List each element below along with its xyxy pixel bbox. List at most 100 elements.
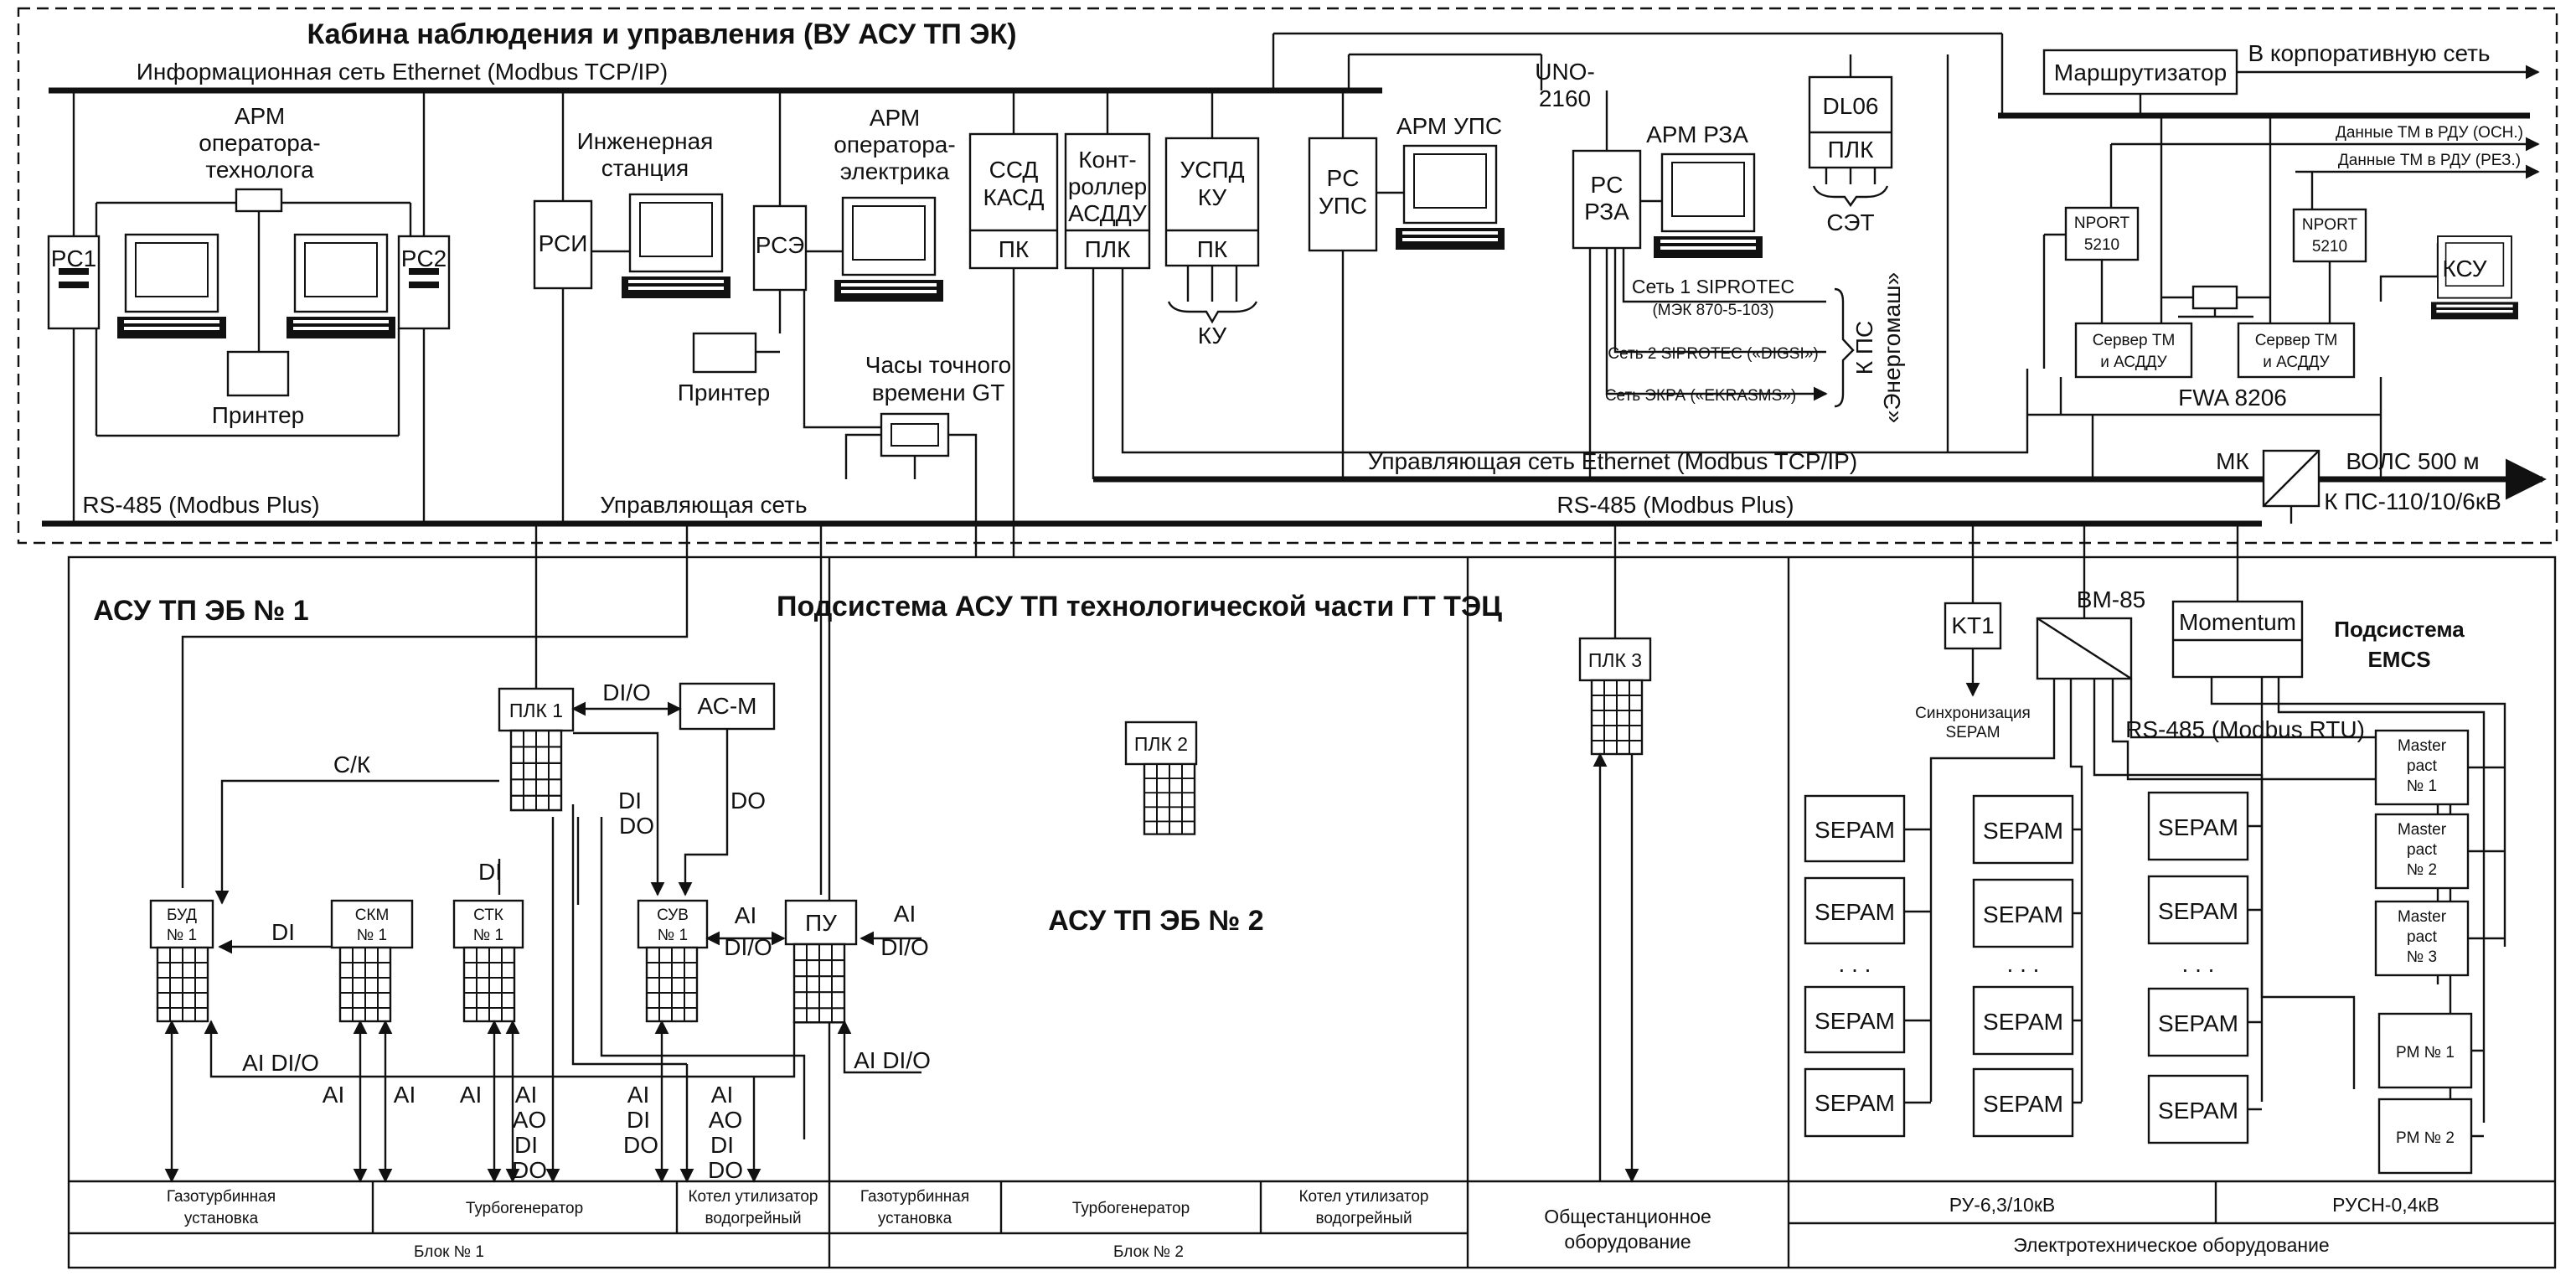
server-2-label-1: Сервер ТМ <box>2255 332 2338 349</box>
footer-ru-label: РУ-6,3/10кВ <box>1949 1194 2055 1216</box>
masterpact-2-label-3: № 2 <box>2407 861 2437 879</box>
emcs-label-2: EMCS <box>2367 647 2430 672</box>
stk-di-label: DI <box>478 859 502 885</box>
sepam-3-1 <box>2147 791 2249 861</box>
masterpact-1-label-3: № 1 <box>2407 777 2437 795</box>
ssd-box <box>968 132 1059 270</box>
footer-tg1-label: Турбогенератор <box>466 1200 583 1217</box>
cabin-title: Кабина наблюдения и управления (ВУ АСУ Т… <box>307 18 1016 50</box>
vols-label: ВОЛС 500 м <box>2346 448 2479 474</box>
nport-1-box <box>2064 206 2140 261</box>
server-1-label-2: и АСДДУ <box>2100 354 2167 371</box>
sepam-2-2 <box>1972 878 2074 948</box>
sepam-3-1-label: SEPAM <box>2158 814 2238 840</box>
footer-el-label: Электротехническое оборудование <box>2013 1234 2329 1256</box>
sepam-3-dots: . . . <box>2182 951 2215 977</box>
bud-label-1: БУД <box>167 907 197 924</box>
router-box <box>2042 49 2238 96</box>
plk3-box <box>1578 637 1652 682</box>
footer-kotel2-label-1: Котел утилизатор <box>1298 1188 1428 1206</box>
rs-ups-label-1: PC <box>1327 165 1360 191</box>
kotel-ai-label: AI <box>711 1082 733 1108</box>
footer-obsh-label-1: Общестанционное <box>1544 1206 1711 1227</box>
bud-ai-dio-label: AI DI/O <box>242 1050 319 1076</box>
suv-label-1: СУВ <box>657 907 689 924</box>
dl06-plk-label: ПЛК <box>1828 137 1875 163</box>
uno-label-1: UNO- <box>1535 59 1595 85</box>
pu-dio-label: DI/O <box>880 934 929 960</box>
rdu-main-label: Данные ТМ в РДУ (ОСН.) <box>2336 124 2523 142</box>
ksu-label: КСУ <box>2442 256 2486 282</box>
sepam-1-3-label: SEPAM <box>1815 1008 1895 1034</box>
nport-2-box <box>2292 208 2367 263</box>
ssd-label-1: ССД <box>989 157 1039 183</box>
rs-rza-box <box>1572 149 1642 250</box>
ck-label: С/К <box>333 752 371 777</box>
rs-rza-label-1: PC <box>1591 172 1624 198</box>
kotel-do-label: DO <box>708 1157 743 1183</box>
masterpact-1 <box>2374 729 2470 806</box>
pu-label: ПУ <box>805 910 837 936</box>
sepam-2-4 <box>1972 1067 2074 1138</box>
clock-label-1: Часы точного <box>865 352 1011 378</box>
rse-label: РСЭ <box>756 232 804 258</box>
sync-label-2: SEPAM <box>1945 724 2000 741</box>
footer-obsh-label-2: оборудование <box>1564 1231 1691 1253</box>
di-do-label-1: DI <box>618 788 642 814</box>
controller-label-3: АСДДУ <box>1068 200 1147 226</box>
arm-ups-monitor-icon <box>1394 144 1506 251</box>
ku-label: КУ <box>1198 323 1227 349</box>
eng-station-label-2: станция <box>601 155 689 181</box>
masterpact-3-label-2: pact <box>2407 928 2438 946</box>
ssd-pk-label: ПК <box>999 236 1030 262</box>
masterpact-3-label-3: № 3 <box>2407 948 2437 966</box>
printer-2-label: Принтер <box>678 380 770 406</box>
plk1-label: ПЛК 1 <box>509 700 563 721</box>
pu-io-grid-icon <box>792 943 846 1024</box>
uno-label-2: 2160 <box>1539 85 1591 111</box>
sync-label-1: Синхронизация <box>1915 705 2031 722</box>
masterpact-1-label-2: pact <box>2407 757 2438 775</box>
suv-io-grid-icon <box>645 946 699 1023</box>
printer-2-icon <box>692 332 757 374</box>
masterpact-1-label-1: Master <box>2398 737 2447 755</box>
server-1-box <box>2074 322 2193 379</box>
sepam-1-dots: . . . <box>1839 951 1871 977</box>
pu-ai-dio-label: AI DI/O <box>854 1047 931 1073</box>
arm-tech-monitor-2-icon <box>285 233 397 340</box>
suv-do-bottom-label: DO <box>623 1132 658 1158</box>
kt1-label: KT1 <box>1951 612 1994 638</box>
printer-1-icon <box>226 350 290 397</box>
masterpact-2-label-2: pact <box>2407 841 2438 859</box>
do-label: DO <box>730 788 766 814</box>
sepam-3-4-label: SEPAM <box>2158 1098 2238 1124</box>
nport-1-label-1: NPORT <box>2074 214 2130 232</box>
printer-1-label: Принтер <box>212 402 304 428</box>
to-ps-label-2: «Энергомаш» <box>1879 272 1905 423</box>
plk3-io-grid-icon <box>1590 679 1644 756</box>
sepam-1-1-label: SEPAM <box>1815 817 1895 843</box>
sepam-2-4-label: SEPAM <box>1983 1091 2063 1117</box>
emcs-label-1: Подсистема <box>2334 617 2465 642</box>
mk-label: МК <box>2216 448 2249 474</box>
rs485-rtu-label: RS-485 (Modbus RTU) <box>2125 716 2365 742</box>
uspd-label-2: КУ <box>1198 184 1227 210</box>
pm-1 <box>2377 1012 2473 1089</box>
uspd-label-1: УСПД <box>1180 157 1244 183</box>
router-label: Маршрутизатор <box>2054 59 2227 85</box>
di-do-label-2: DO <box>619 813 654 839</box>
pm-1-label: PM № 1 <box>2396 1044 2455 1062</box>
nport-2-label-1: NPORT <box>2302 216 2358 234</box>
arm-rza-monitor-icon <box>1652 152 1764 260</box>
footer-gtu1-label-2: установка <box>184 1210 259 1227</box>
pm-2-label: PM № 2 <box>2396 1129 2455 1147</box>
sepam-2-dots: . . . <box>2007 951 2040 977</box>
net1-label: Сеть 1 SIPROTEC <box>1632 276 1794 297</box>
rs485-right-label: RS-485 (Modbus Plus) <box>1556 492 1794 518</box>
footer-gtu2-label-2: установка <box>878 1210 952 1227</box>
footer-kotel1-label-1: Котел утилизатор <box>688 1188 818 1206</box>
suv-di-bottom-label: DI <box>627 1107 650 1133</box>
plk2-io-grid-icon <box>1143 762 1196 835</box>
masterpact-3-label-1: Master <box>2398 908 2447 926</box>
